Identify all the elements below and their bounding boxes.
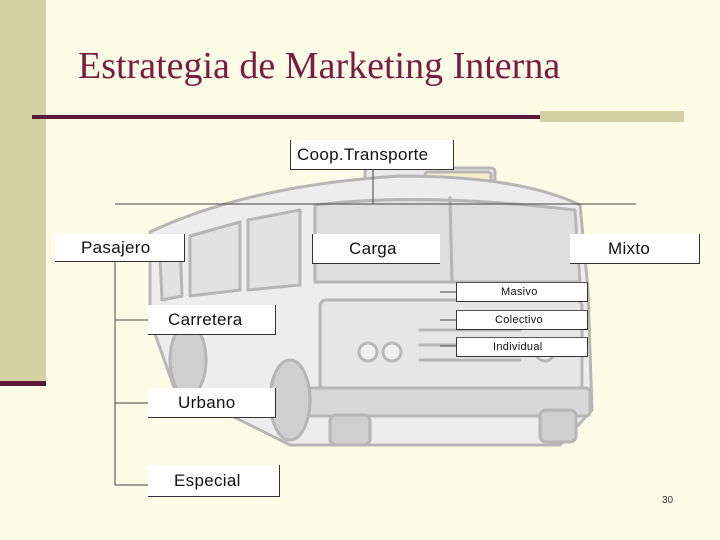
left-decorative-band: [0, 0, 46, 385]
node-especial: Especial: [148, 465, 280, 497]
title-underline: [32, 115, 540, 119]
node-mixto: Mixto: [570, 234, 700, 264]
node-masivo: Masivo: [456, 282, 588, 302]
node-urbano-label: Urbano: [178, 392, 236, 412]
node-individual: Individual: [456, 337, 588, 357]
node-especial-label: Especial: [174, 470, 241, 490]
title-underline-accent: [540, 111, 684, 122]
node-mixto-label: Mixto: [608, 238, 651, 258]
node-carretera-label: Carretera: [168, 309, 243, 329]
slide-title: Estrategia de Marketing Interna: [78, 45, 561, 87]
slide-number: 30: [662, 495, 674, 506]
node-pasajero-label: Pasajero: [81, 237, 151, 257]
node-colectivo-label: Colectivo: [495, 314, 543, 326]
node-pasajero: Pasajero: [55, 234, 185, 262]
node-colectivo: Colectivo: [456, 310, 588, 330]
node-root: Coop.Transporte: [290, 140, 454, 170]
node-carretera: Carretera: [148, 305, 276, 335]
node-carga-label: Carga: [349, 238, 397, 258]
node-carga: Carga: [312, 234, 440, 264]
node-individual-label: Individual: [493, 341, 543, 353]
node-urbano: Urbano: [148, 388, 276, 418]
node-root-label: Coop.Transporte: [297, 144, 429, 164]
left-band-accent: [0, 381, 46, 386]
node-masivo-label: Masivo: [501, 286, 538, 298]
